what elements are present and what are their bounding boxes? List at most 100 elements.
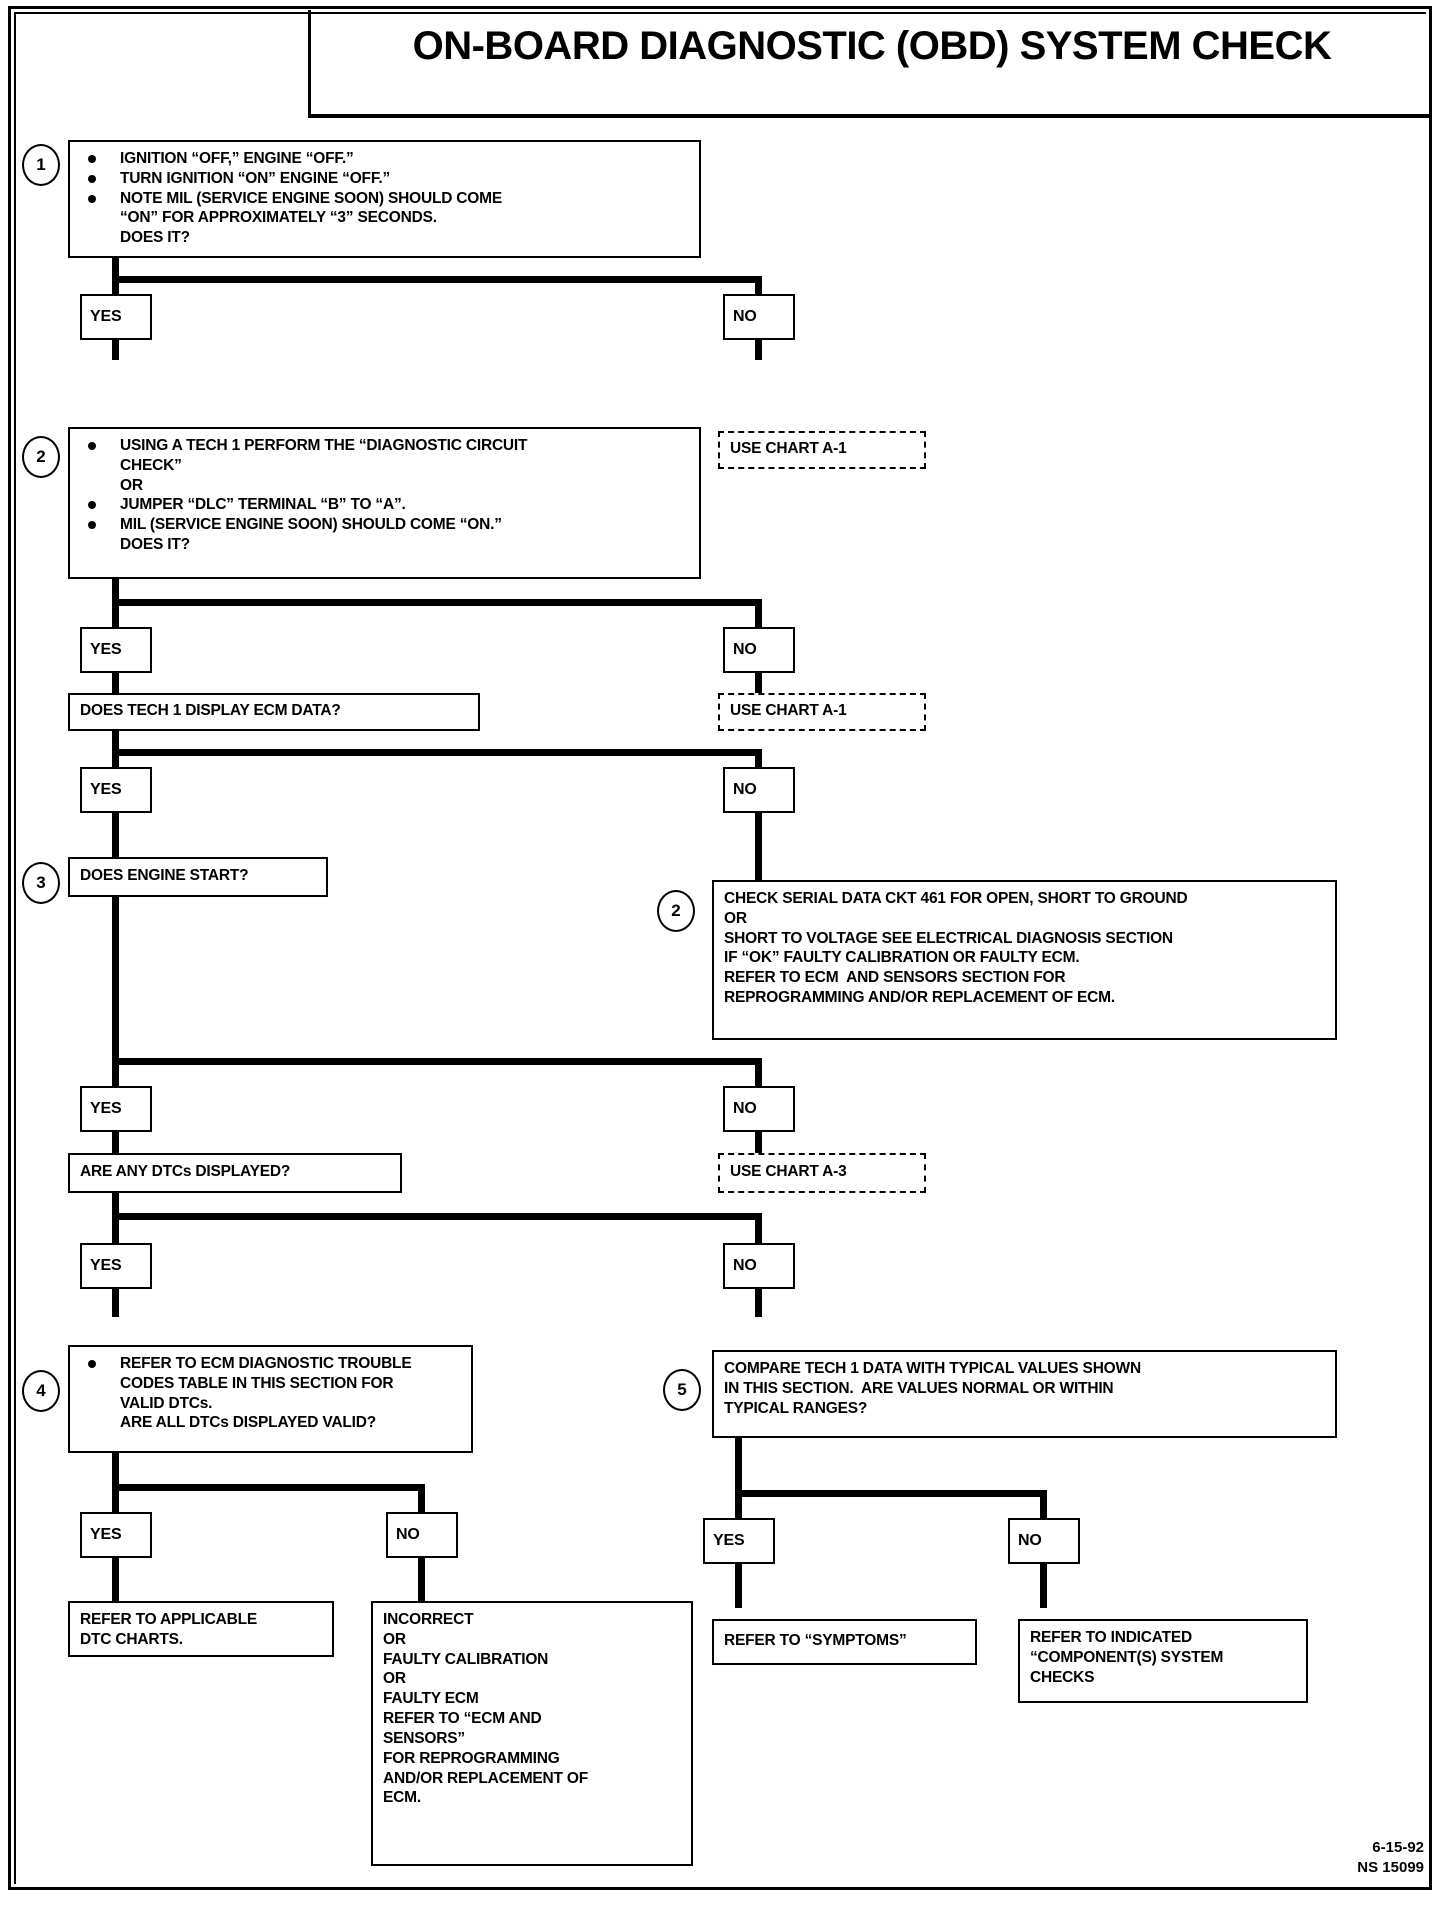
- tag-yes-2: YES: [80, 627, 152, 673]
- step1-cont-2: DOES IT?: [120, 229, 190, 247]
- connector-yes2-down: [112, 671, 119, 695]
- connector-step5-split: [735, 1490, 1047, 1497]
- page-title: ON-BOARD DIAGNOSTIC (OBD) SYSTEM CHECK: [412, 24, 1332, 68]
- step4-line-4: ARE ALL DTCs DISPLAYED VALID?: [120, 1414, 377, 1432]
- connector-no2-down: [755, 671, 762, 695]
- step1-bullet-2: TURN IGNITION “ON” ENGINE “OFF.”: [80, 169, 690, 189]
- serial-line-4: IF “OK” FAULTY CALIBRATION OR FAULTY ECM…: [724, 949, 1080, 967]
- step-marker-5: 5: [663, 1369, 701, 1411]
- node-are-any-dtcs-displayed: ARE ANY DTCs DISPLAYED?: [68, 1153, 402, 1193]
- connector-yes6-down: [112, 1556, 119, 1602]
- incorrect-line-9: AND/OR REPLACEMENT OF: [383, 1769, 589, 1787]
- step4-bullet-1: REFER TO ECM DIAGNOSTIC TROUBLE: [80, 1354, 462, 1374]
- tag-yes-5: YES: [80, 1243, 152, 1289]
- node-step1: IGNITION “OFF,” ENGINE “OFF.” TURN IGNIT…: [68, 140, 701, 258]
- tag-no-7: NO: [1008, 1518, 1080, 1564]
- step2-bullet-2: JUMPER “DLC” TERMINAL “B” TO “A”.: [80, 495, 690, 515]
- connector-step1-no-down: [755, 276, 762, 300]
- indicated-line-1: REFER TO INDICATED: [1030, 1629, 1193, 1646]
- bullet-dot-icon: [88, 155, 96, 163]
- serial-line-2: OR: [724, 909, 747, 927]
- footer-date: 6-15-92: [1372, 1838, 1424, 1856]
- serial-line-6: REPROGRAMMING AND/OR REPLACEMENT OF ECM.: [724, 989, 1115, 1007]
- connector-step5-yes-down: [735, 1490, 742, 1520]
- connector-tech1-yes-down: [112, 749, 119, 773]
- node-step5: COMPARE TECH 1 DATA WITH TYPICAL VALUES …: [712, 1350, 1337, 1438]
- connector-step1-down: [112, 258, 119, 282]
- tag-yes-4: YES: [80, 1086, 152, 1132]
- connector-dtcs-down: [112, 1193, 119, 1219]
- connector-step4-split: [112, 1484, 425, 1491]
- connector-no6-down: [418, 1556, 425, 1602]
- step2-bullet-3: MIL (SERVICE ENGINE SOON) SHOULD COME “O…: [80, 515, 690, 535]
- node-step2: USING A TECH 1 PERFORM THE “DIAGNOSTIC C…: [68, 427, 701, 579]
- step5-line-3: TYPICAL RANGES?: [724, 1399, 868, 1417]
- connector-enginestart-no-down: [755, 1058, 762, 1088]
- connector-step2-yes-down: [112, 599, 119, 629]
- step2-bullet-1: USING A TECH 1 PERFORM THE “DIAGNOSTIC C…: [80, 436, 690, 456]
- connector-step1-yes-down: [112, 276, 119, 300]
- page-inner-border: [14, 12, 1426, 1884]
- node-incorrect-faulty-ecm: INCORRECT OR FAULTY CALIBRATION OR FAULT…: [371, 1601, 693, 1866]
- connector-step5-no-down: [1040, 1490, 1047, 1520]
- node-check-serial-data: CHECK SERIAL DATA CKT 461 FOR OPEN, SHOR…: [712, 880, 1337, 1040]
- step1-cont-1: “ON” FOR APPROXIMATELY “3” SECONDS.: [120, 209, 437, 227]
- connector-step2-split: [112, 599, 762, 606]
- connector-step4-no-down: [418, 1484, 425, 1514]
- node-use-chart-a3: USE CHART A-3: [718, 1153, 926, 1193]
- tag-yes-1: YES: [80, 294, 152, 340]
- incorrect-line-1: INCORRECT: [383, 1611, 474, 1628]
- dtc-charts-line-1: REFER TO APPLICABLE: [80, 1611, 258, 1628]
- footer-code: NS 15099: [1357, 1858, 1424, 1876]
- connector-no5-down: [755, 1287, 762, 1317]
- connector-dtcs-split: [112, 1213, 762, 1220]
- incorrect-line-8: FOR REPROGRAMMING: [383, 1749, 560, 1767]
- incorrect-line-2: OR: [383, 1630, 406, 1648]
- indicated-line-2: “COMPONENT(S) SYSTEM: [1030, 1648, 1224, 1666]
- connector-step1-split: [112, 276, 762, 283]
- step5-line-2: IN THIS SECTION. ARE VALUES NORMAL OR WI…: [724, 1379, 1114, 1397]
- incorrect-line-7: SENSORS”: [383, 1729, 465, 1747]
- step1-bullet-1: IGNITION “OFF,” ENGINE “OFF.”: [80, 149, 690, 169]
- bullet-dot-icon: [88, 442, 96, 450]
- tag-no-3: NO: [723, 767, 795, 813]
- connector-step4-yes-down: [112, 1484, 119, 1514]
- node-use-chart-a1-mid: USE CHART A-1: [718, 693, 926, 731]
- step-marker-2: 2: [22, 436, 60, 478]
- serial-line-5: REFER TO ECM AND SENSORS SECTION FOR: [724, 969, 1066, 987]
- connector-yes1-down: [112, 338, 119, 360]
- incorrect-line-5: FAULTY ECM: [383, 1690, 479, 1708]
- connector-dtcs-no-down: [755, 1213, 762, 1245]
- title-banner: [308, 10, 1430, 118]
- step2-line-doesit: DOES IT?: [120, 536, 190, 554]
- indicated-line-3: CHECKS: [1030, 1668, 1095, 1686]
- node-refer-symptoms: REFER TO “SYMPTOMS”: [712, 1619, 977, 1665]
- connector-tech1-split: [112, 749, 762, 756]
- connector-step4-down: [112, 1453, 119, 1491]
- connector-no4-down: [755, 1130, 762, 1156]
- step5-line-1: COMPARE TECH 1 DATA WITH TYPICAL VALUES …: [724, 1360, 1141, 1377]
- tag-no-4: NO: [723, 1086, 795, 1132]
- node-tech1-display-ecm-data: DOES TECH 1 DISPLAY ECM DATA?: [68, 693, 480, 731]
- node-step4: REFER TO ECM DIAGNOSTIC TROUBLE CODES TA…: [68, 1345, 473, 1453]
- incorrect-line-3: FAULTY CALIBRATION: [383, 1650, 549, 1668]
- node-refer-indicated-component-checks: REFER TO INDICATED “COMPONENT(S) SYSTEM …: [1018, 1619, 1308, 1703]
- connector-enginestart-split: [112, 1058, 762, 1065]
- tag-yes-7: YES: [703, 1518, 775, 1564]
- step1-bullet-3: NOTE MIL (SERVICE ENGINE SOON) SHOULD CO…: [80, 189, 690, 209]
- incorrect-line-4: OR: [383, 1670, 406, 1688]
- connector-no1-down: [755, 338, 762, 360]
- tag-yes-6: YES: [80, 1512, 152, 1558]
- connector-enginestart-down: [112, 897, 119, 1065]
- serial-line-3: SHORT TO VOLTAGE SEE ELECTRICAL DIAGNOSI…: [724, 929, 1173, 947]
- bullet-dot-icon: [88, 194, 96, 203]
- connector-step5-down: [735, 1438, 742, 1496]
- connector-yes5-down: [112, 1287, 119, 1317]
- step-marker-3: 3: [22, 862, 60, 904]
- node-refer-applicable-dtc-charts: REFER TO APPLICABLE DTC CHARTS.: [68, 1601, 334, 1657]
- node-use-chart-a1-top: USE CHART A-1: [718, 431, 926, 469]
- tag-no-1: NO: [723, 294, 795, 340]
- bullet-dot-icon: [88, 501, 96, 510]
- connector-yes4-down: [112, 1130, 119, 1156]
